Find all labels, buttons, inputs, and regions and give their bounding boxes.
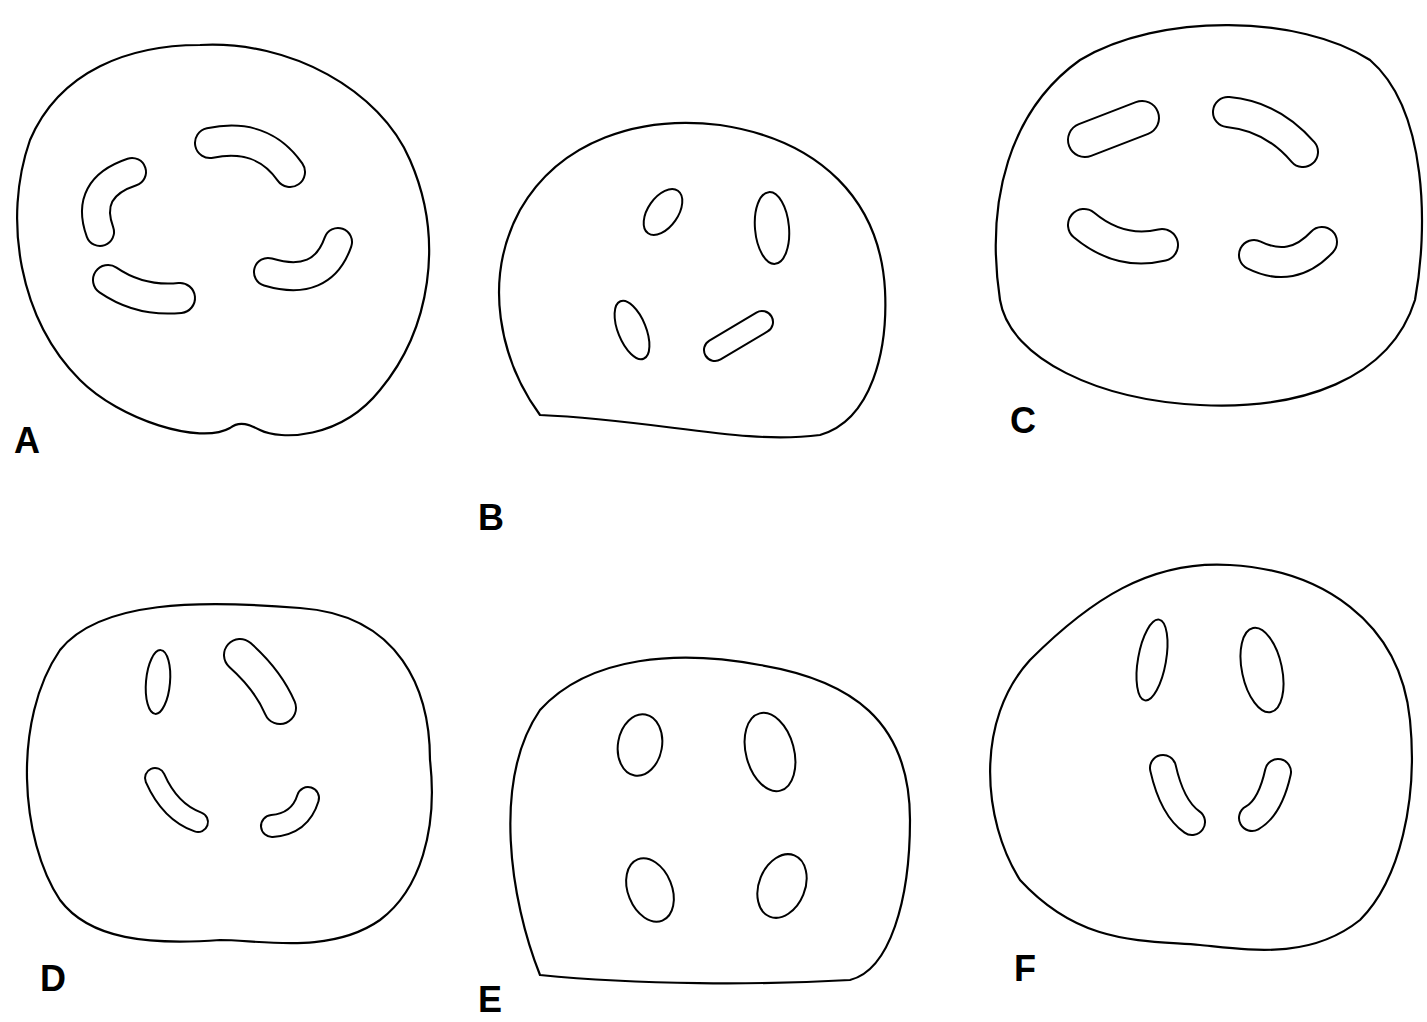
section-outline: [990, 565, 1412, 950]
section-outline: [499, 123, 885, 437]
panel-letter: E: [478, 982, 502, 1018]
panel-letter: F: [1014, 951, 1036, 987]
section-outline: [996, 25, 1422, 405]
panel-letter: B: [478, 500, 504, 536]
panel-letter: A: [14, 423, 40, 459]
vascular-bundle: [143, 182, 1290, 929]
panel-letter: C: [1010, 403, 1036, 439]
section-outline: [510, 658, 910, 984]
section-outline: [27, 604, 432, 943]
section-outline: [17, 45, 429, 436]
vascular-bundle: [96, 112, 1322, 826]
panel-letter: D: [40, 961, 66, 997]
